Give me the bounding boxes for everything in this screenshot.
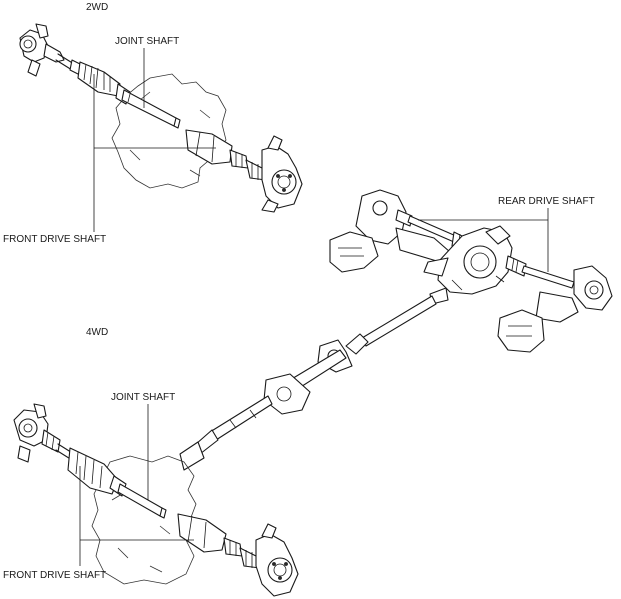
front-drive-shaft-2wd xyxy=(43,43,131,105)
rear-right-knuckle xyxy=(497,265,613,353)
section-label-2wd: 2WD xyxy=(86,2,109,13)
right-knuckle-2wd xyxy=(261,135,303,213)
front-drive-shaft-4wd xyxy=(41,429,127,497)
section-label-4wd: 4WD xyxy=(86,327,109,338)
joint-shaft-4wd xyxy=(117,483,167,519)
leader-rear-drive-shaft xyxy=(418,208,549,272)
assembly-2wd xyxy=(19,23,303,232)
label-rear-drive-shaft: REAR DRIVE SHAFT xyxy=(498,196,595,207)
right-drive-shaft-4wd xyxy=(177,513,261,569)
right-drive-shaft-2wd xyxy=(185,129,267,181)
label-front-drive-shaft-4wd: FRONT DRIVE SHAFT xyxy=(3,570,107,581)
leader-front-drive-shaft-2wd xyxy=(93,74,216,232)
rear-left-knuckle xyxy=(329,189,451,273)
leader-front-drive-shaft-4wd xyxy=(79,466,194,566)
rear-assembly xyxy=(329,189,613,353)
rear-drive-shaft-right xyxy=(505,255,575,289)
assembly-4wd xyxy=(13,403,299,597)
transaxle-outline-2wd xyxy=(111,73,227,189)
right-knuckle-4wd xyxy=(255,523,299,597)
left-knuckle-4wd xyxy=(13,403,49,463)
left-knuckle-2wd xyxy=(19,23,49,77)
label-front-drive-shaft-2wd: FRONT DRIVE SHAFT xyxy=(3,234,107,245)
label-joint-shaft-2wd: JOINT SHAFT xyxy=(115,36,180,47)
propeller-shaft xyxy=(179,287,449,471)
label-joint-shaft-4wd: JOINT SHAFT xyxy=(111,392,176,403)
joint-shaft-2wd xyxy=(121,89,181,129)
rear-differential xyxy=(423,225,513,295)
transaxle-outline-4wd xyxy=(91,455,197,585)
